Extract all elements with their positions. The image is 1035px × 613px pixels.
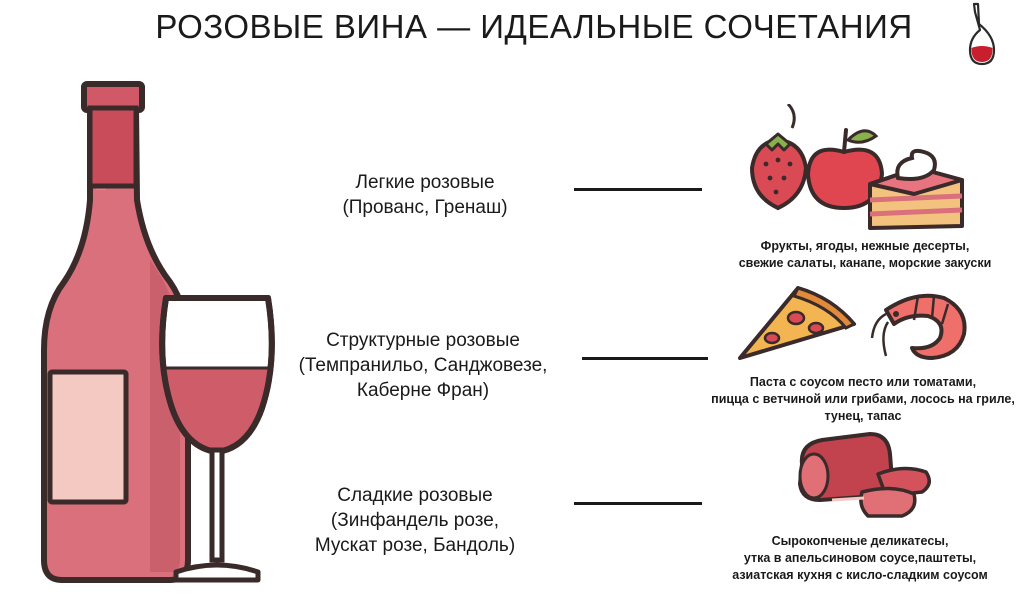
wine-category-grapes: (Темпранильо, Санджовезе, xyxy=(298,355,548,376)
shrimp-icon xyxy=(870,293,967,360)
strawberry-icon xyxy=(749,132,809,211)
connector-line xyxy=(574,502,702,505)
wine-category-name: Сладкие розовые xyxy=(337,485,493,506)
wine-category-grapes: (Прованс, Гренаш) xyxy=(342,197,508,218)
food-pairing-line: пицца с ветчиной или грибами, лосось на … xyxy=(711,392,1015,406)
wine-glass-icon xyxy=(159,295,275,583)
fruit-dessert-icons xyxy=(749,104,964,230)
cured-meat-icon xyxy=(798,432,931,518)
page-title: РОЗОВЫЕ ВИНА — ИДЕАЛЬНЫЕ СОЧЕТАНИЯ xyxy=(155,8,913,45)
food-pairing-line: Сырокопченые деликатесы, xyxy=(771,534,949,548)
wine-category-name: Легкие розовые xyxy=(355,172,495,193)
food-pairing-line: тунец, тапас xyxy=(824,409,902,423)
rose-wine-bottle-icon xyxy=(41,81,191,583)
food-pairing-line: утка в апельсиновом соусе,паштеты, xyxy=(743,551,977,565)
wine-category-light: Легкие розовые (Прованс, Гренаш) xyxy=(304,170,546,220)
food-pairing-line: Фрукты, ягоды, нежные десерты, xyxy=(760,239,970,253)
pizza-seafood-icons xyxy=(738,286,967,360)
decanter-icon xyxy=(968,2,996,66)
wine-category-grapes: Каберне Фран) xyxy=(356,380,490,401)
cake-icon xyxy=(868,148,964,230)
food-pairing-sweet: Сырокопченые деликатесы, утка в апельсин… xyxy=(700,533,1020,584)
wine-category-grapes: Мускат розе, Бандоль) xyxy=(314,535,516,556)
bottle-and-glass-illustration xyxy=(41,81,275,583)
food-pairing-line: азиатская кухня с кисло-сладким соусом xyxy=(732,568,988,582)
wine-category-grapes: (Зинфандель розе, xyxy=(330,510,500,531)
apple-icon xyxy=(786,104,885,211)
wine-category-name: Структурные розовые xyxy=(326,330,520,351)
wine-category-structured: Структурные розовые (Темпранильо, Санджо… xyxy=(276,328,570,403)
food-pairing-structured: Паста с соусом песто или томатами, пицца… xyxy=(692,374,1034,425)
connector-line xyxy=(574,188,702,191)
connector-line xyxy=(582,357,708,360)
wine-category-sweet: Сладкие розовые (Зинфандель розе, Мускат… xyxy=(284,483,546,558)
food-pairing-line: Паста с соусом песто или томатами, xyxy=(749,375,977,389)
cured-meat-icons xyxy=(798,432,931,518)
food-pairing-line: свежие салаты, канапе, морские закуски xyxy=(738,256,992,270)
food-pairing-light: Фрукты, ягоды, нежные десерты, свежие са… xyxy=(700,238,1030,272)
pizza-icon xyxy=(738,286,857,360)
